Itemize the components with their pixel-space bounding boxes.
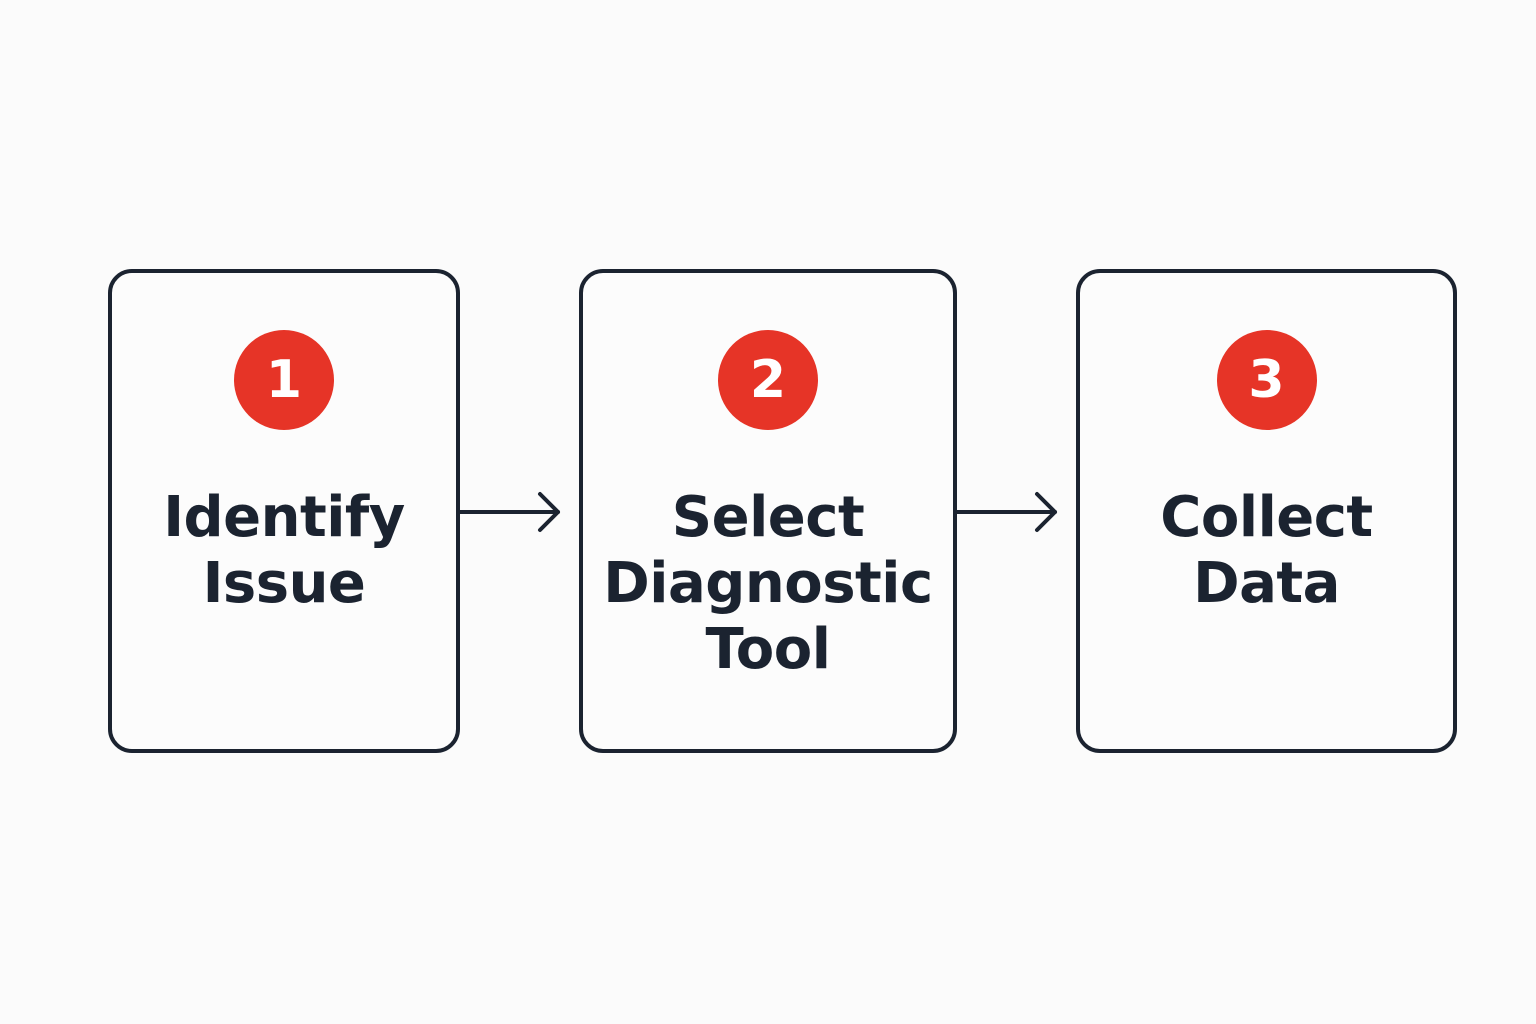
step-label-line: Tool: [705, 617, 831, 682]
step-label-line: Collect: [1160, 485, 1373, 550]
right-arrow-icon: [458, 492, 560, 532]
step-label-line: Identify: [163, 485, 405, 550]
step-label-line: Data: [1193, 551, 1340, 616]
step-number-badge: 3: [1216, 330, 1317, 430]
right-arrow-icon: [955, 492, 1057, 532]
step-label: Collect Data: [1080, 485, 1453, 617]
step-card-identify-issue: 1 Identify Issue: [108, 269, 460, 753]
step-label-line: Diagnostic: [603, 551, 933, 616]
step-card-collect-data: 3 Collect Data: [1076, 269, 1457, 753]
step-label-line: Select: [671, 485, 865, 550]
step-label-line: Issue: [202, 551, 366, 616]
step-card-select-diagnostic-tool: 2 Select Diagnostic Tool: [579, 269, 957, 753]
step-number-badge: 1: [234, 330, 334, 430]
step-number-badge: 2: [718, 330, 818, 430]
step-label: Select Diagnostic Tool: [583, 485, 953, 683]
step-label: Identify Issue: [112, 485, 456, 617]
